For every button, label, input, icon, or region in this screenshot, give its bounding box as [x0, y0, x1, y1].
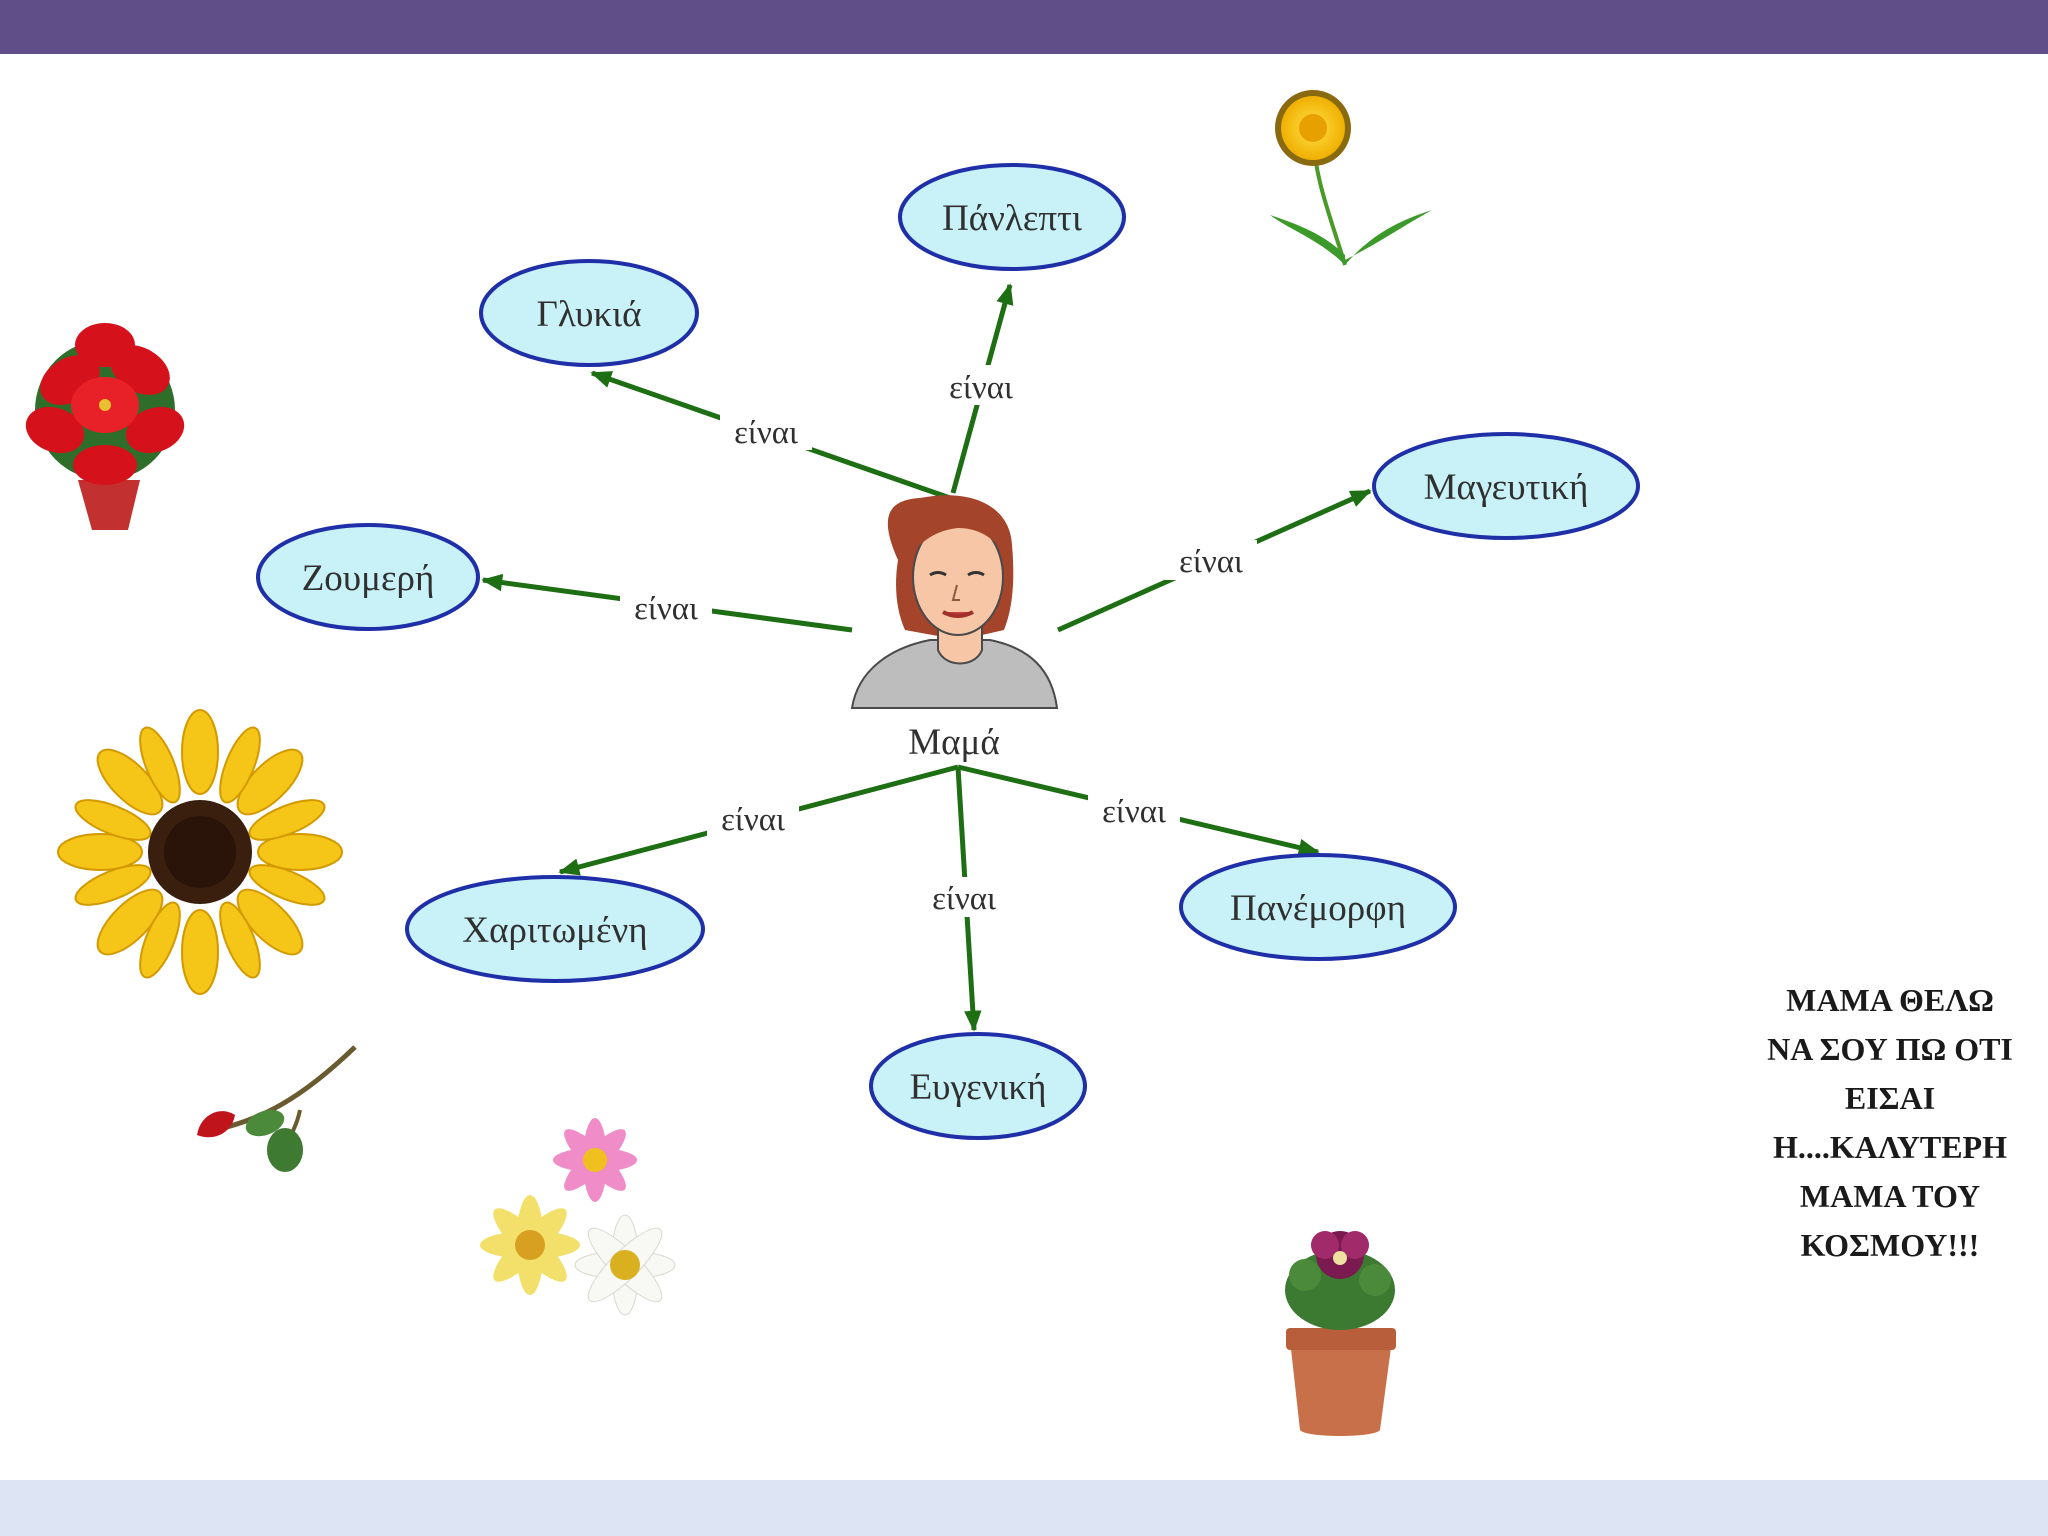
- message-line: ΜΑΜΑ ΤΟΥ: [1799, 1178, 1981, 1214]
- edge-label-text: είναι: [721, 802, 785, 838]
- dandelion-image: [1270, 90, 1432, 266]
- edge-label-text: είναι: [1102, 794, 1166, 830]
- edge-label-mageftiki: είναι: [1165, 540, 1257, 580]
- message-line: ΕΙΣΑΙ: [1844, 1080, 1936, 1116]
- node-label: Μαγευτική: [1424, 467, 1589, 508]
- edge-label-evgeniki: είναι: [918, 877, 1010, 917]
- node-mageftiki: Μαγευτική: [1372, 432, 1640, 540]
- node-glykia: Γλυκιά: [479, 259, 699, 367]
- daisies-image: [480, 1118, 676, 1316]
- concept-map-canvas: είναι είναι είναι είναι είναι είναι είνα…: [25, 90, 1640, 1436]
- message-line: Η....ΚΑΛΥΤΕΡΗ: [1773, 1129, 2007, 1165]
- edge-label-panemorfi: είναι: [1088, 790, 1180, 830]
- bottom-bar: [0, 1480, 2048, 1536]
- node-panlepti: Πάνλεπτι: [898, 163, 1126, 271]
- edge-label-text: είναι: [932, 881, 996, 917]
- edge-label-text: είναι: [734, 415, 798, 451]
- edge-label-zoumeri: είναι: [620, 587, 712, 627]
- rosebud-image: [197, 1045, 357, 1172]
- edge-label-text: είναι: [1179, 544, 1243, 580]
- top-title-bar: [0, 0, 2048, 54]
- node-label: Ευγενική: [910, 1067, 1047, 1108]
- edge-label-glykia: είναι: [720, 410, 812, 451]
- node-panemorfi: Πανέμορφη: [1179, 853, 1457, 961]
- pansy-pot-image: [1285, 1231, 1396, 1436]
- edge-label-text: είναι: [949, 370, 1013, 406]
- sunflower-image: [57, 709, 343, 995]
- node-zoumeri: Ζουμερή: [256, 523, 480, 631]
- center-node-label: Μαμά: [908, 722, 1000, 763]
- edge-label-text: είναι: [634, 591, 698, 627]
- love-message: ΜΑΜΑ ΘΕΛΩ ΝΑ ΣΟΥ ΠΩ ΟΤΙ ΕΙΣΑΙ Η....ΚΑΛΥΤ…: [1700, 976, 2048, 1270]
- node-label: Χαριτωμένη: [462, 910, 647, 951]
- node-label: Ζουμερή: [302, 558, 435, 599]
- edge-label-panlepti: είναι: [935, 365, 1027, 406]
- message-line: ΝΑ ΣΟΥ ΠΩ ΟΤΙ: [1767, 1031, 2013, 1067]
- node-label: Πάνλεπτι: [942, 198, 1082, 239]
- node-evgeniki: Ευγενική: [869, 1032, 1087, 1140]
- message-line: ΜΑΜΑ ΘΕΛΩ: [1786, 982, 1994, 1018]
- message-line: ΚΟΣΜΟΥ!!!: [1800, 1227, 1980, 1263]
- poinsettia-image: [25, 323, 185, 530]
- node-charitomeni: Χαριτωμένη: [405, 875, 705, 983]
- edge-label-charitomeni: είναι: [707, 798, 799, 838]
- node-label: Πανέμορφη: [1230, 888, 1406, 929]
- mother-portrait-image: [850, 495, 1059, 709]
- node-label: Γλυκιά: [537, 294, 642, 335]
